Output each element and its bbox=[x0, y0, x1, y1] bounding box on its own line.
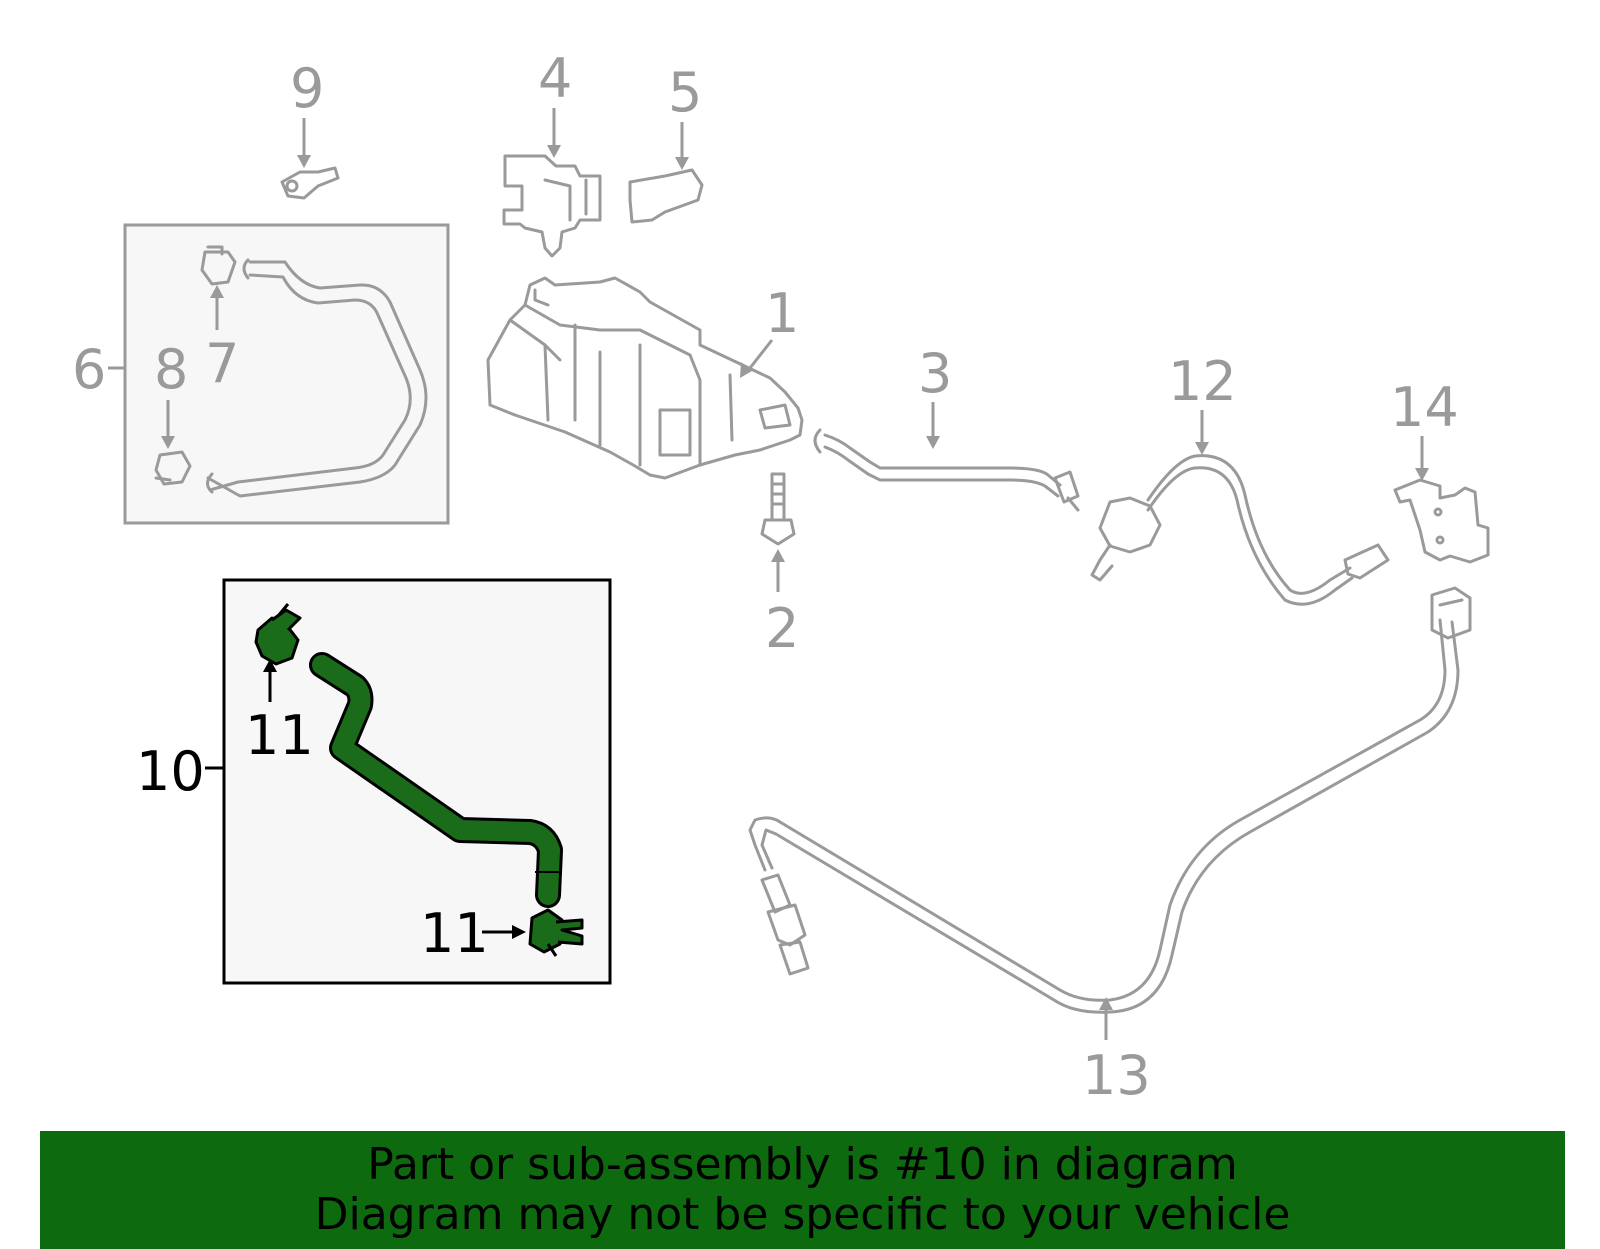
callout-11-top[interactable]: 11 bbox=[245, 704, 314, 767]
callout-1[interactable]: 1 bbox=[765, 282, 799, 345]
banner-line-disclaimer: Diagram may not be specific to your vehi… bbox=[314, 1189, 1291, 1240]
callout-12[interactable]: 12 bbox=[1168, 350, 1237, 413]
callout-14[interactable]: 14 bbox=[1390, 376, 1459, 439]
part-12-sensor[interactable] bbox=[1090, 454, 1390, 606]
part-4-valve[interactable] bbox=[502, 154, 602, 258]
callout-labels: 9 4 5 6 7 8 1 2 3 12 14 13 10 11 11 bbox=[72, 47, 1459, 1107]
callout-8[interactable]: 8 bbox=[154, 338, 188, 401]
info-banner: Part or sub-assembly is #10 in diagram D… bbox=[40, 1131, 1565, 1249]
part-8-clamp[interactable] bbox=[154, 450, 192, 486]
callout-11-bottom[interactable]: 11 bbox=[420, 902, 489, 965]
callout-9[interactable]: 9 bbox=[290, 57, 324, 120]
callout-3[interactable]: 3 bbox=[918, 342, 952, 405]
part-9-fitting[interactable] bbox=[280, 166, 340, 200]
part-11-clamp-bottom[interactable] bbox=[528, 908, 584, 957]
part-11-clamp-top[interactable] bbox=[254, 603, 302, 666]
part-2-bolt[interactable] bbox=[760, 472, 796, 546]
part-1-canister[interactable] bbox=[486, 276, 804, 480]
part-7-clamp[interactable] bbox=[200, 245, 237, 286]
callout-2[interactable]: 2 bbox=[765, 597, 799, 660]
part-6-hose-assembly[interactable] bbox=[123, 223, 450, 525]
part-14-bracket[interactable] bbox=[1393, 478, 1490, 564]
callout-6[interactable]: 6 bbox=[72, 338, 106, 401]
leader-lines bbox=[108, 108, 1429, 1040]
part-5-bracket[interactable] bbox=[628, 168, 704, 224]
callout-13[interactable]: 13 bbox=[1082, 1044, 1151, 1107]
callout-5[interactable]: 5 bbox=[668, 61, 702, 124]
callout-10[interactable]: 10 bbox=[136, 740, 205, 803]
leader-lines-highlighted bbox=[205, 659, 526, 939]
callout-4[interactable]: 4 bbox=[538, 47, 572, 110]
part-3-tube[interactable] bbox=[813, 428, 1080, 512]
banner-line-part: Part or sub-assembly is #10 in diagram bbox=[367, 1139, 1238, 1190]
part-13-sensor-harness[interactable] bbox=[748, 586, 1472, 1014]
callout-7[interactable]: 7 bbox=[205, 332, 239, 395]
